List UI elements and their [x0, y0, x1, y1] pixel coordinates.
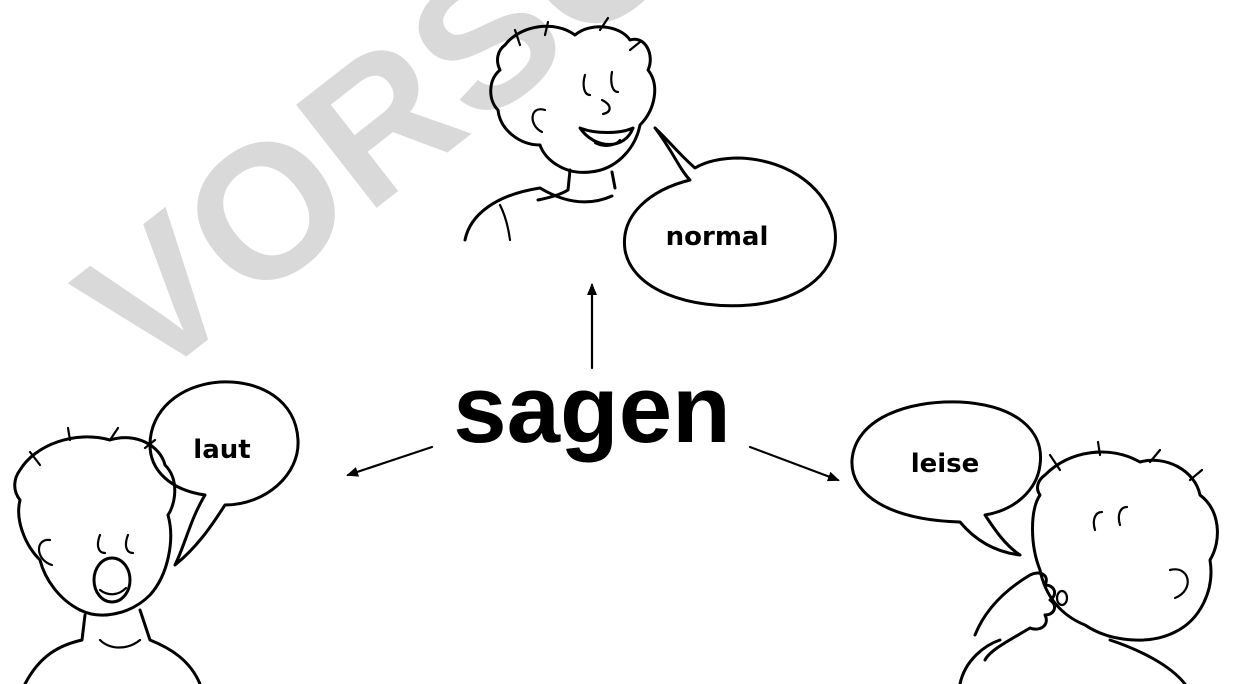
- bubble-label-leise: leise: [911, 449, 980, 479]
- bubble-leise: leise: [850, 400, 1043, 557]
- center-word: sagen: [453, 356, 730, 463]
- arrow-left: [346, 445, 434, 477]
- arrow-right: [748, 445, 840, 482]
- bubble-label-laut: laut: [193, 435, 250, 465]
- boy-top-illustration: [463, 16, 657, 242]
- boy-right-illustration: [958, 440, 1219, 684]
- bubble-normal: normal: [622, 126, 837, 308]
- bubble-laut: laut: [148, 380, 300, 567]
- bubble-label-normal: normal: [666, 222, 769, 252]
- boy-left-illustration: [13, 426, 202, 684]
